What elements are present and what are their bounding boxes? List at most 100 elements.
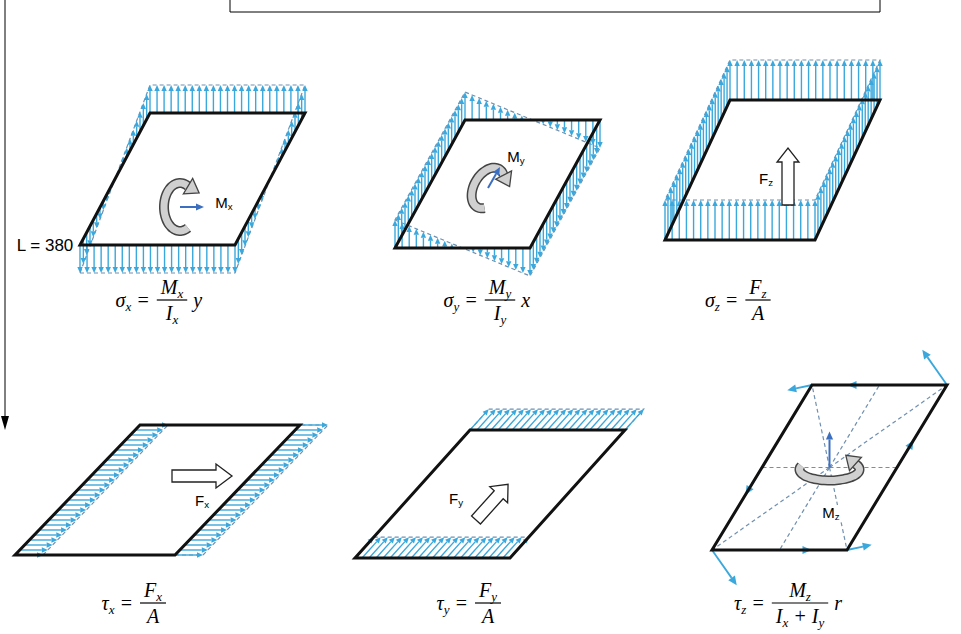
stress-arrow [290, 434, 312, 435]
stress-arrow [227, 91, 228, 113]
arrow-head [842, 60, 847, 66]
arrow-head [133, 452, 139, 457]
stress-arrow [73, 494, 95, 495]
arrow-head [204, 267, 209, 273]
arrow-head [245, 502, 251, 507]
shear-x-panel [15, 422, 328, 557]
arrow-head [42, 547, 48, 552]
subscript: z [715, 299, 720, 314]
stress-arrow [491, 414, 506, 430]
stress-arrow [178, 245, 179, 267]
arrow-head [389, 537, 395, 543]
arrow-head [90, 497, 96, 502]
arrow-head [777, 60, 782, 66]
arrow-head [91, 231, 96, 237]
formula-text: Mz [788, 580, 812, 600]
stress-arrow [234, 245, 235, 267]
stress-arrow [723, 79, 724, 113]
arrow-head [756, 60, 761, 66]
subscript: x [177, 286, 183, 301]
arrow-head [84, 267, 89, 273]
arrow-head [805, 200, 810, 206]
bending-y-panel [392, 92, 602, 276]
arrow-head [436, 141, 441, 147]
fraction-bar [772, 602, 828, 603]
arrow-head [134, 121, 139, 127]
arrow-head [211, 537, 217, 542]
arrow-head [147, 85, 152, 91]
subscript: x [204, 499, 209, 510]
stress-arrow [841, 149, 842, 183]
stress-arrow [618, 414, 633, 430]
stress-arrow [590, 414, 605, 430]
stress-arrow [505, 414, 520, 430]
stress-arrow [800, 206, 801, 240]
arrow-head [56, 532, 62, 537]
stress-arrow [786, 66, 787, 100]
arrow-head [555, 124, 560, 130]
arrow-head [525, 409, 531, 415]
arrow-head [289, 121, 294, 127]
stress-arrow [206, 245, 207, 267]
stress-envelope [15, 425, 168, 555]
stress-arrow [484, 414, 499, 430]
stress-arrow [597, 414, 612, 430]
arrow-head [196, 203, 204, 210]
arrow-head [854, 111, 859, 117]
arrow-head [155, 267, 160, 273]
arrow-head [429, 153, 434, 159]
stress-arrow [150, 245, 151, 267]
arrow-head [581, 172, 586, 178]
arrow-head [392, 220, 397, 226]
arrow-head [416, 177, 421, 183]
stress-arrow [571, 120, 572, 130]
arrow-head [242, 240, 247, 246]
arrow-head [442, 129, 447, 135]
arrow-head [141, 103, 146, 109]
plate-outline [355, 430, 625, 558]
stress-arrow [194, 534, 216, 535]
stress-arrow [736, 66, 737, 100]
stress-arrow [163, 91, 164, 113]
arrow-head [590, 139, 595, 145]
stress-arrow [228, 499, 250, 500]
arrow-head [826, 432, 833, 440]
arrow-head [638, 409, 644, 415]
stress-arrow [694, 142, 695, 176]
arrow-head [671, 181, 676, 187]
stress-arrow [838, 155, 839, 189]
stress-arrow [276, 449, 298, 450]
arrow-head [567, 409, 573, 415]
stress-arrow [822, 66, 823, 100]
stress-arrow [814, 206, 815, 240]
plate-outline [395, 120, 600, 248]
stress-arrow [397, 542, 412, 558]
moment-label: Mx [214, 195, 233, 210]
arrow-head [51, 537, 57, 542]
stress-arrow [548, 414, 563, 430]
arrow-head [80, 507, 86, 512]
arrow-head [701, 117, 706, 123]
arrow-head [442, 241, 447, 247]
stress-arrow [180, 206, 196, 208]
formula-text: Fx [143, 580, 163, 600]
stress-arrow [700, 206, 701, 240]
formula-text: Fz [748, 277, 767, 297]
arrow-head [137, 112, 142, 118]
arrow-head [848, 124, 853, 130]
arrow-head [402, 202, 407, 208]
moment-arrow-head [846, 455, 862, 470]
arrow-head [221, 527, 227, 532]
stress-arrow [143, 245, 144, 267]
stress-arrow [706, 117, 707, 151]
stress-envelope [355, 537, 529, 558]
force-arrow [172, 464, 232, 488]
stress-envelope [395, 92, 600, 276]
arrow-head [505, 110, 510, 116]
arrow-head [710, 98, 715, 104]
stress-arrow [807, 206, 808, 240]
arrow-head [777, 200, 782, 206]
stress-arrow [826, 181, 827, 215]
moment-arrow-head [183, 179, 199, 194]
